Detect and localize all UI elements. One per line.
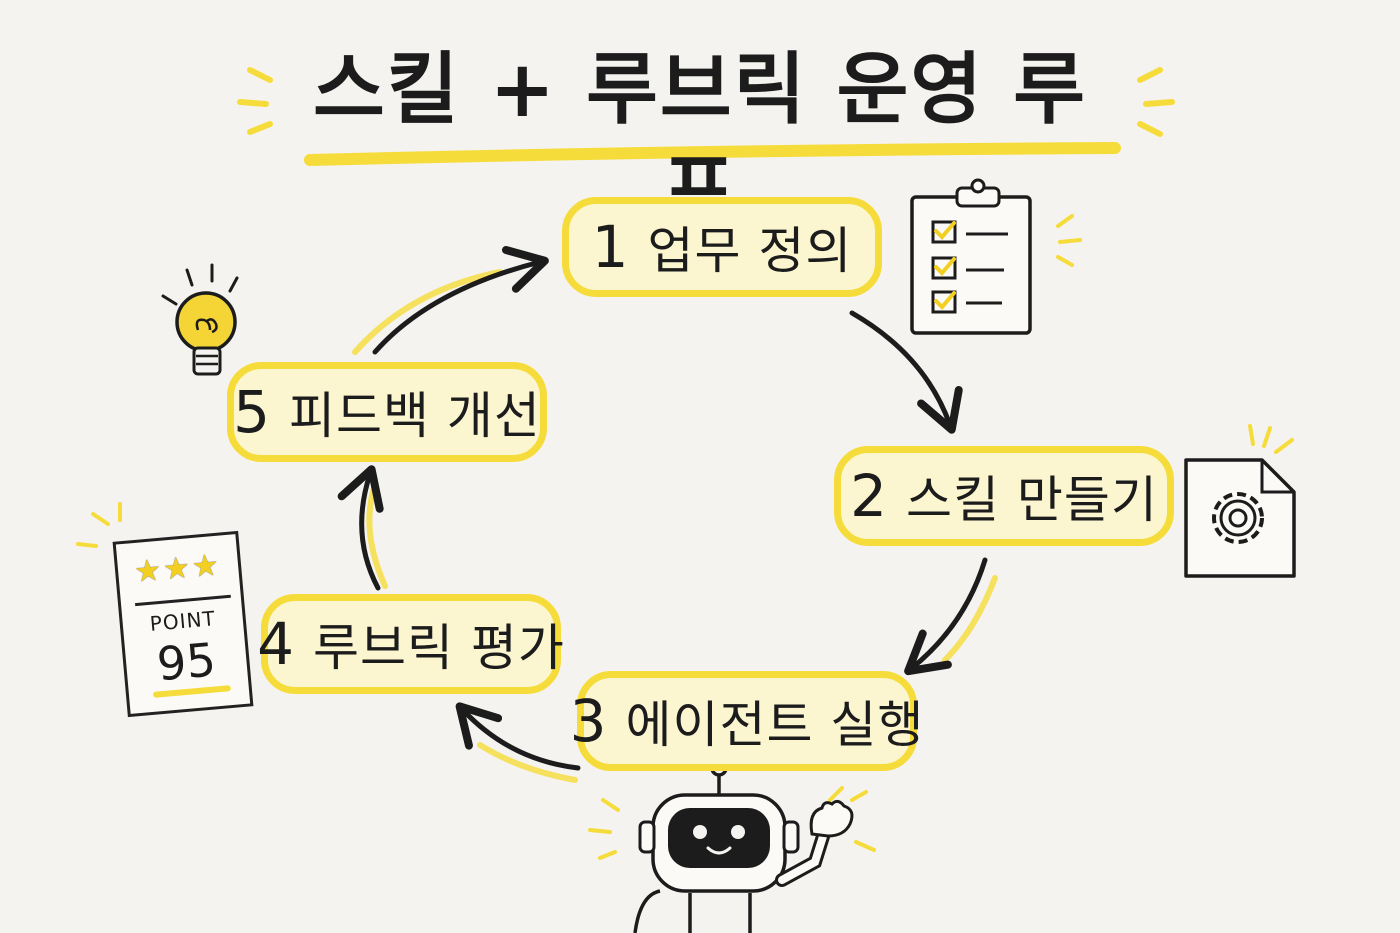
step-number: 2 bbox=[850, 462, 888, 530]
arrow-2-to-3 bbox=[904, 557, 988, 676]
step-node-5: 5 피드백 개선 bbox=[227, 362, 547, 462]
arrow-3-to-4 bbox=[455, 702, 581, 771]
trail-3-4 bbox=[477, 742, 578, 783]
step-node-1: 1 업무 정의 bbox=[562, 197, 882, 297]
score-card-sparkles bbox=[76, 502, 122, 548]
lightbulb-icon bbox=[161, 263, 239, 376]
step-number: 1 bbox=[591, 213, 630, 281]
trail-2-3 bbox=[942, 575, 998, 663]
page-title: 스킬 + 루브릭 운영 루프 bbox=[312, 45, 1088, 235]
score-card-icon: ★★★ POINT 95 bbox=[112, 530, 254, 718]
clipboard-checklist-icon bbox=[910, 178, 1082, 335]
step-number: 5 bbox=[233, 378, 271, 446]
step-label: 피드백 개선 bbox=[289, 387, 541, 445]
step-node-2: 2 스킬 만들기 bbox=[834, 446, 1174, 546]
step-node-3: 3 에이전트 실행 bbox=[570, 671, 923, 771]
trail-5-1 bbox=[352, 269, 503, 355]
step-number: 3 bbox=[569, 687, 608, 755]
step-number: 4 bbox=[257, 610, 295, 678]
title-sparkles-right bbox=[1137, 67, 1175, 137]
title-sparkles-left bbox=[237, 67, 273, 135]
title-underline bbox=[304, 142, 1121, 166]
gear-document-icon bbox=[1184, 424, 1296, 578]
step-label: 스킬 만들기 bbox=[906, 471, 1158, 529]
step-label: 업무 정의 bbox=[647, 222, 853, 280]
arrow-4-to-5 bbox=[337, 465, 384, 591]
point-value: 95 bbox=[154, 632, 218, 692]
arrow-5-to-1 bbox=[372, 246, 549, 355]
step-label: 에이전트 실행 bbox=[625, 696, 925, 754]
robot-icon bbox=[588, 759, 876, 933]
star-rating-icon: ★★★ bbox=[132, 547, 223, 590]
step-node-4: 4 루브릭 평가 bbox=[257, 594, 564, 694]
step-label: 루브릭 평가 bbox=[313, 619, 565, 677]
arrow-1-to-2 bbox=[849, 310, 963, 434]
card-divider bbox=[134, 594, 231, 607]
